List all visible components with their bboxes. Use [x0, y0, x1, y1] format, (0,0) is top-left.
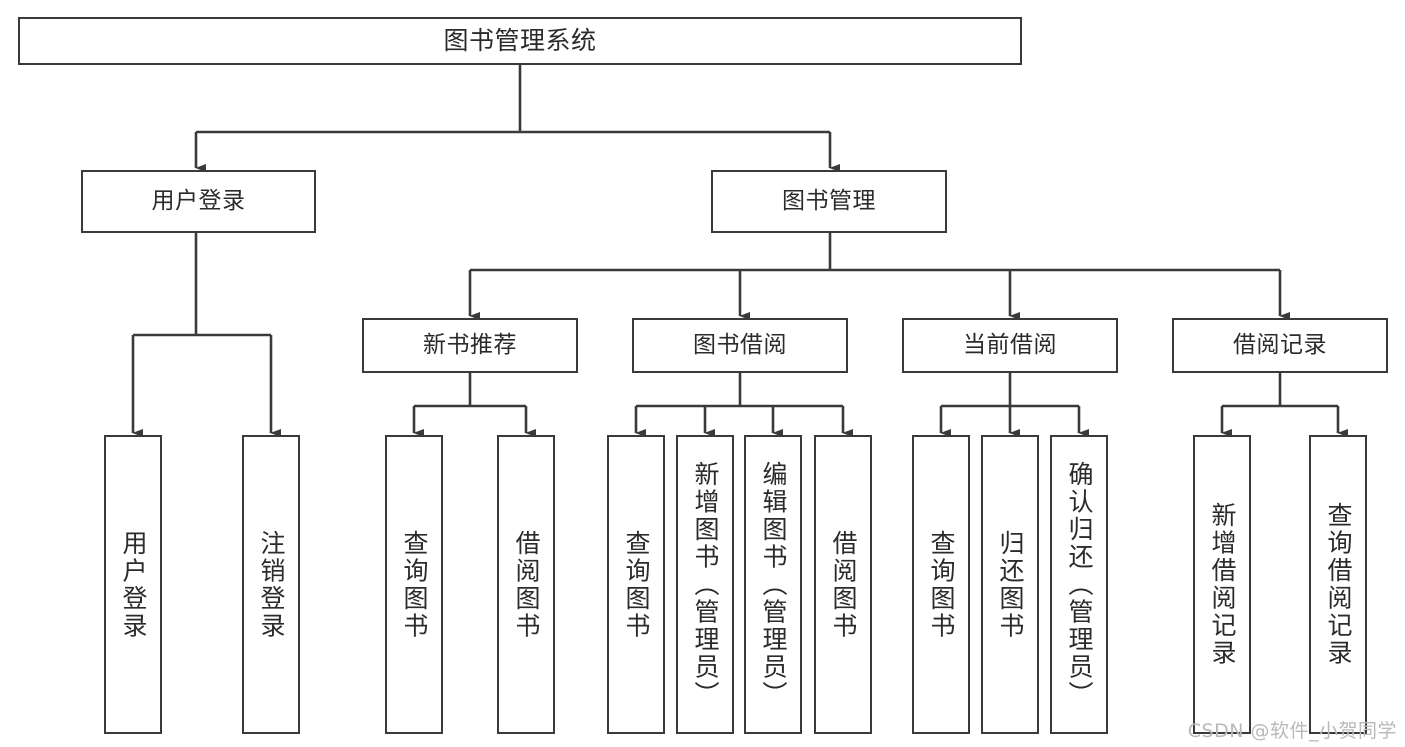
node-label: 用户登录: [119, 529, 148, 640]
leaf-edit-book-admin[interactable]: 编辑图书（管理员）: [744, 435, 802, 734]
node-label: 归还图书: [996, 529, 1025, 640]
leaf-search-borrow-record[interactable]: 查询借阅记录: [1309, 435, 1367, 734]
node-current-borrow[interactable]: 当前借阅: [902, 318, 1118, 373]
node-label: 借阅图书: [829, 529, 858, 640]
node-label: 查询图书: [927, 529, 956, 640]
node-label: 查询图书: [400, 529, 429, 640]
leaf-return-book[interactable]: 归还图书: [981, 435, 1039, 734]
node-label: 借阅记录: [1233, 332, 1327, 359]
node-label: 查询借阅记录: [1324, 502, 1353, 667]
watermark-text: CSDN @软件_小贺同学: [1187, 720, 1397, 742]
node-book-borrow[interactable]: 图书借阅: [632, 318, 848, 373]
leaf-search-book-recommend[interactable]: 查询图书: [385, 435, 443, 734]
leaf-user-login[interactable]: 用户登录: [104, 435, 162, 734]
node-borrow-record[interactable]: 借阅记录: [1172, 318, 1388, 373]
node-label: 用户登录: [151, 188, 246, 215]
node-label: 借阅图书: [512, 529, 541, 640]
node-label: 注销登录: [257, 529, 286, 640]
leaf-search-book-current[interactable]: 查询图书: [912, 435, 970, 734]
node-label: 新增图书（管理员）: [691, 460, 720, 709]
node-label: 确认归还（管理员）: [1065, 460, 1094, 709]
node-book-management[interactable]: 图书管理: [711, 170, 947, 233]
leaf-borrow-book[interactable]: 借阅图书: [814, 435, 872, 734]
leaf-confirm-return-admin[interactable]: 确认归还（管理员）: [1050, 435, 1108, 734]
leaf-borrow-book-recommend[interactable]: 借阅图书: [497, 435, 555, 734]
node-label: 新书推荐: [423, 332, 517, 359]
node-label: 图书借阅: [693, 332, 787, 359]
leaf-search-book-borrow[interactable]: 查询图书: [607, 435, 665, 734]
node-book-management-system[interactable]: 图书管理系统: [18, 17, 1022, 65]
node-label: 查询图书: [622, 529, 651, 640]
node-label: 新增借阅记录: [1208, 502, 1237, 667]
leaf-user-logout[interactable]: 注销登录: [242, 435, 300, 734]
leaf-add-borrow-record[interactable]: 新增借阅记录: [1193, 435, 1251, 734]
leaf-add-book-admin[interactable]: 新增图书（管理员）: [676, 435, 734, 734]
node-label: 图书管理: [782, 188, 876, 215]
node-label: 当前借阅: [963, 332, 1057, 359]
node-label: 编辑图书（管理员）: [759, 460, 788, 709]
node-new-book-recommend[interactable]: 新书推荐: [362, 318, 578, 373]
node-user-login[interactable]: 用户登录: [81, 170, 316, 233]
node-label: 图书管理系统: [443, 25, 597, 55]
